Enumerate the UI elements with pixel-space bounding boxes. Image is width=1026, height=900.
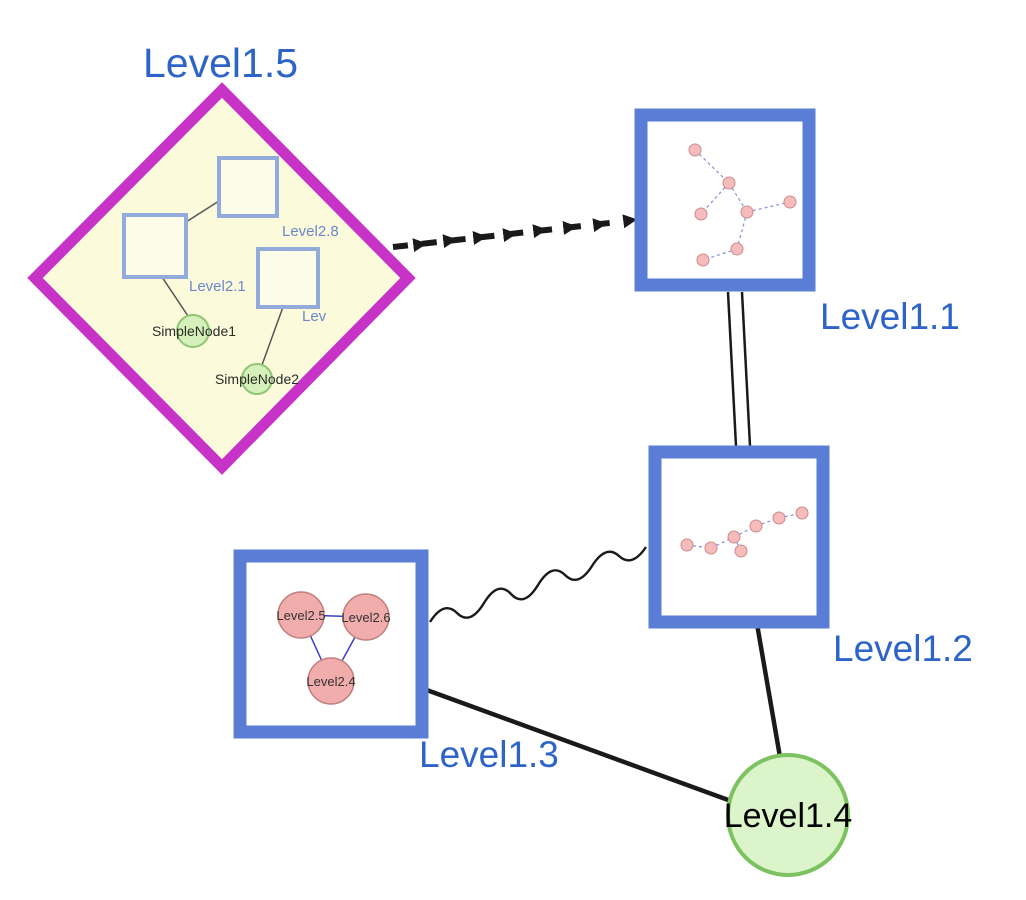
node-simplenode1[interactable]	[176, 314, 210, 348]
node-simplenode2[interactable]	[241, 363, 273, 395]
subgraph-node[interactable]	[704, 541, 718, 555]
subgraph-node[interactable]	[734, 544, 748, 558]
node-level2trunc[interactable]	[256, 247, 320, 309]
node-level11	[634, 108, 816, 292]
subgraph-edge[interactable]	[694, 149, 730, 184]
level13-box-shape[interactable]	[233, 549, 429, 739]
node-level26-label: Level2.6	[341, 610, 390, 625]
node-level24[interactable]	[307, 657, 355, 705]
level15-diamond-shape[interactable]	[27, 82, 416, 475]
level12-subgraph	[680, 506, 809, 558]
double-edge-line-1[interactable]	[726, 291, 738, 447]
subgraph-edge[interactable]	[746, 201, 791, 213]
subgraph-node[interactable]	[740, 205, 754, 219]
node-level12-label: Level1.2	[833, 628, 973, 669]
level14-circle-shape[interactable]	[726, 753, 850, 877]
subgraph-node[interactable]	[688, 143, 702, 157]
node-level11-label: Level1.1	[820, 296, 960, 337]
double-edge-line-2[interactable]	[740, 291, 752, 447]
node-level24-label: Level2.4	[306, 674, 355, 689]
node-simplenode2-label: SimpleNode2	[215, 371, 299, 387]
subgraph-edge[interactable]	[700, 182, 730, 215]
subgraph-node[interactable]	[783, 195, 797, 209]
node-level25[interactable]	[277, 591, 325, 639]
node-level28[interactable]	[217, 156, 279, 218]
node-level21[interactable]	[122, 213, 188, 279]
edge-level11-level12[interactable]	[726, 291, 752, 447]
subgraph-edge[interactable]	[710, 536, 735, 549]
node-level21-label: Level2.1	[189, 278, 246, 295]
node-level12	[648, 445, 830, 629]
subgraph-node[interactable]	[749, 519, 763, 533]
edge-level28-level21[interactable]	[185, 200, 220, 223]
node-level28-label: Level2.8	[282, 223, 339, 240]
edge-level2trunc-simplenode2[interactable]	[261, 306, 284, 366]
node-level14: Level1.4	[724, 753, 853, 877]
edge-level15-level11[interactable]	[392, 214, 638, 253]
edge-level21-simplenode1[interactable]	[161, 276, 189, 317]
subgraph-node[interactable]	[727, 530, 741, 544]
level11-subgraph	[688, 143, 797, 267]
subgraph-node[interactable]	[772, 511, 786, 525]
subgraph-node[interactable]	[680, 538, 694, 552]
level11-box-shape[interactable]	[634, 108, 816, 292]
edge-level13-level14[interactable]	[421, 686, 734, 804]
node-level15: Level2.8 Level2.1 Lev SimpleNode1 Simple…	[27, 82, 416, 475]
node-level13-label: Level1.3	[419, 734, 559, 775]
node-level25-label: Level2.5	[276, 608, 325, 623]
node-level13: Level2.5 Level2.6 Level2.4	[233, 549, 429, 739]
edge-level12-level14[interactable]	[754, 621, 783, 760]
subgraph-node[interactable]	[694, 207, 708, 221]
subgraph-node[interactable]	[795, 506, 809, 520]
subgraph-node[interactable]	[696, 253, 710, 267]
node-level14-label: Level1.4	[724, 797, 853, 835]
node-simplenode1-label: SimpleNode1	[152, 323, 236, 339]
edge-level13-level12[interactable]	[428, 546, 647, 623]
node-level2trunc-label: Lev	[302, 308, 327, 325]
subgraph-node[interactable]	[730, 242, 744, 256]
node-level26[interactable]	[342, 593, 390, 641]
subgraph-node[interactable]	[722, 176, 736, 190]
node-level15-label: Level1.5	[143, 40, 298, 86]
